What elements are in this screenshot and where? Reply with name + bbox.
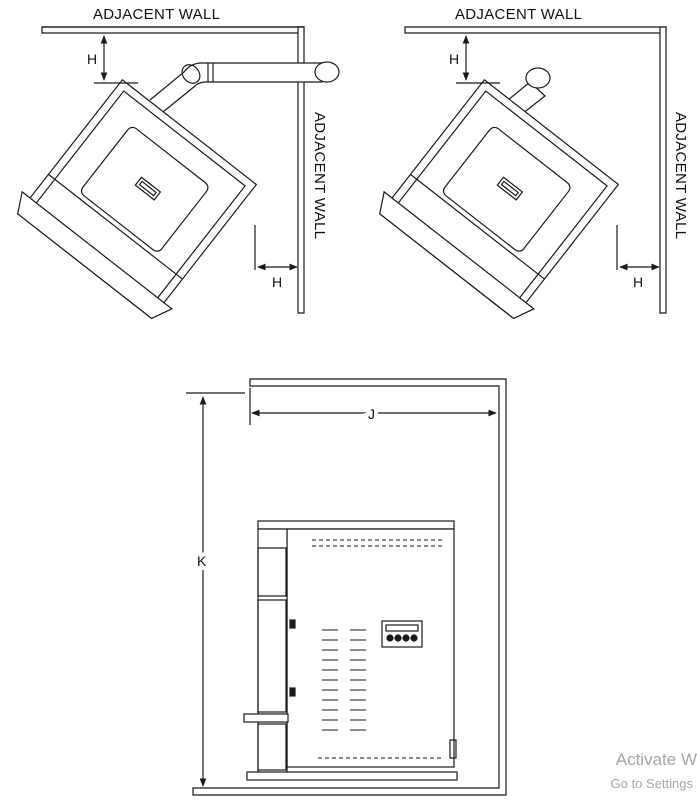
right-top-wall-label: ADJACENT WALL [455,6,582,23]
right-h-side-label: H [633,274,643,290]
right-top-wall [404,26,667,34]
alcove-wall [192,378,507,796]
left-flue-pipe [149,61,340,113]
k-dimension-label: K [197,553,207,569]
front-view [186,378,507,796]
watermark-line2[interactable]: Go to Settings [610,776,693,791]
vent-slots-top [312,539,442,547]
right-corner-view [378,26,667,320]
j-dimension-label: J [368,406,375,422]
left-top-wall-label: ADJACENT WALL [93,6,220,23]
right-stove [378,78,620,320]
left-top-wall [41,26,305,34]
right-side-wall [659,26,667,314]
watermark-line1: Activate W [615,750,697,769]
stove-side-view [243,520,458,781]
left-h-top-label: H [87,51,97,67]
left-h-side-label: H [272,274,282,290]
left-corner-view [16,26,340,320]
right-h-top-label: H [449,51,459,67]
left-stove [16,78,258,320]
left-side-wall-label: ADJACENT WALL [311,112,328,239]
right-side-wall-label: ADJACENT WALL [672,112,689,239]
vent-louvers [322,629,366,731]
